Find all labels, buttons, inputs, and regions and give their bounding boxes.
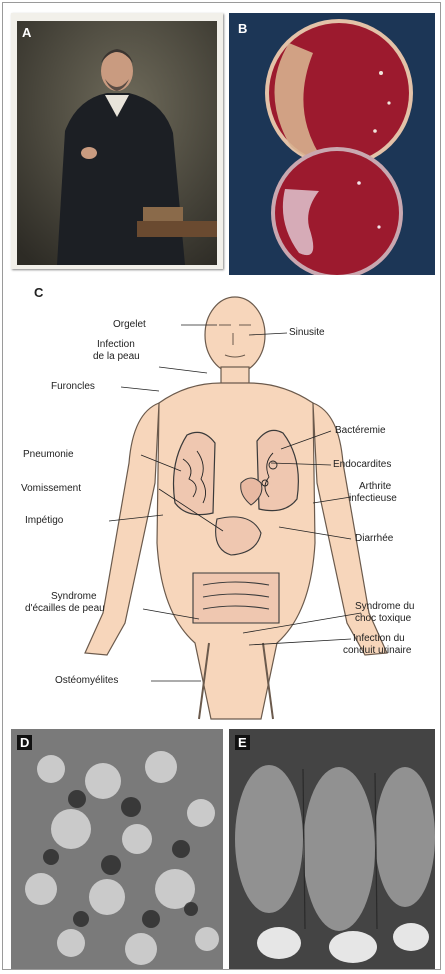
- panel-a-label: A: [19, 25, 34, 40]
- label-impetigo: Impétigo: [25, 515, 63, 526]
- label-infection-urinaire-2: conduit urinaire: [343, 645, 411, 656]
- panel-e-micrograph: E: [229, 729, 435, 969]
- label-arthrite-2: infectieuse: [349, 493, 397, 504]
- panel-b-label: B: [235, 21, 250, 36]
- label-infection-peau-1: Infection: [97, 339, 135, 350]
- label-orgelet: Orgelet: [113, 319, 146, 330]
- portrait-image: [17, 21, 217, 265]
- agar-plates-image: [229, 13, 435, 275]
- label-diarrhee: Diarrhée: [355, 533, 393, 544]
- label-vomissement: Vomissement: [21, 483, 81, 494]
- label-bacteremie: Bactéremie: [335, 425, 386, 436]
- micrograph-e-image: [229, 729, 435, 969]
- panel-c-label: C: [31, 285, 46, 300]
- label-endocardites: Endocardites: [333, 459, 391, 470]
- panel-b-agar-plates: B: [229, 13, 435, 275]
- label-infection-urinaire-1: Infection du: [353, 633, 405, 644]
- panel-d-label: D: [17, 735, 32, 750]
- label-sct-2: choc toxique: [355, 613, 411, 624]
- label-pneumonie: Pneumonie: [23, 449, 74, 460]
- label-sse-1: Syndrome: [51, 591, 97, 602]
- panel-d-micrograph: D: [11, 729, 223, 969]
- label-sinusite: Sinusite: [289, 327, 325, 338]
- label-osteomyelites: Ostéomyélites: [55, 675, 118, 686]
- panel-c-body-diagram: Orgelet Sinusite Infection de la peau Fu…: [11, 283, 439, 723]
- panel-e-label: E: [235, 735, 250, 750]
- panel-a-portrait: A: [11, 13, 223, 269]
- label-sct-1: Syndrome du: [355, 601, 414, 612]
- label-sse-2: d'écailles de peau: [25, 603, 105, 614]
- micrograph-d-image: [11, 729, 223, 969]
- label-arthrite-1: Arthrite: [359, 481, 391, 492]
- label-furoncles: Furoncles: [51, 381, 95, 392]
- label-infection-peau-2: de la peau: [93, 351, 140, 362]
